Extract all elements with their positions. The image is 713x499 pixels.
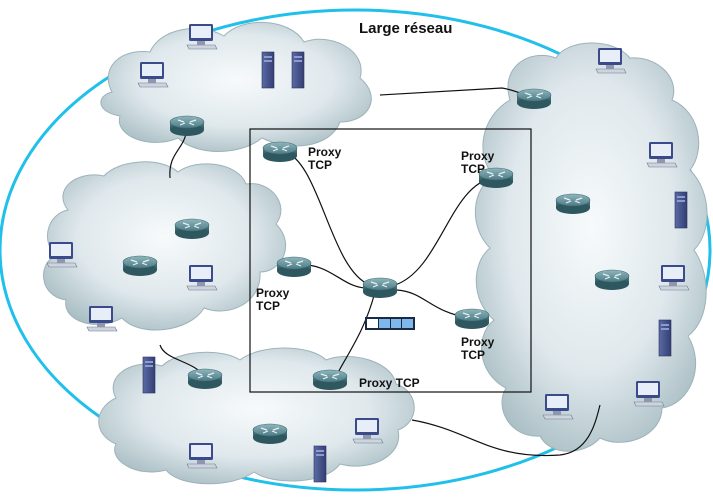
proxy-zone-box — [249, 128, 532, 393]
computer-icon — [186, 442, 218, 469]
computer-icon — [542, 393, 574, 420]
server-icon — [261, 51, 275, 89]
computer-icon — [633, 380, 665, 407]
router-icon — [169, 115, 205, 137]
router-icon — [594, 269, 630, 291]
proxy-router-icon — [262, 141, 298, 163]
computer-icon — [186, 264, 218, 291]
diagram-title: Large réseau — [359, 20, 453, 37]
queue-buffer-icon — [365, 317, 415, 330]
router-icon — [122, 255, 158, 277]
server-icon — [291, 51, 305, 89]
server-icon — [313, 445, 327, 483]
router-icon — [187, 368, 223, 390]
proxy-label-bottom-right-line1: Proxy — [461, 335, 495, 349]
server-icon — [142, 356, 156, 394]
link-proxy-tr-center — [394, 177, 494, 286]
server-icon — [658, 319, 672, 357]
router-icon — [252, 423, 288, 445]
computer-icon — [658, 264, 690, 291]
cloud-mid-left — [43, 161, 287, 331]
proxy-label-top-left-line1: Proxy — [308, 145, 342, 159]
proxy-label-mid-left-line1: Proxy — [256, 286, 290, 300]
proxy-router-icon — [276, 256, 312, 278]
computer-icon — [352, 417, 384, 444]
proxy-label-top-left-line2: TCP — [308, 158, 332, 172]
link-bottom-right — [411, 404, 601, 457]
link-center-proxy-bottom — [334, 291, 376, 379]
computer-icon — [86, 305, 118, 332]
router-icon — [516, 88, 552, 110]
router-icon — [174, 218, 210, 240]
proxy-router-icon — [312, 369, 348, 391]
computer-icon — [186, 23, 218, 50]
large-network-ellipse — [0, 8, 712, 492]
computer-icon — [46, 241, 78, 268]
proxy-label-top-right-line1: Proxy — [461, 149, 495, 163]
computer-icon — [646, 141, 678, 168]
proxy-label-bottom: Proxy TCP — [359, 376, 420, 390]
cloud-right — [475, 42, 708, 452]
server-icon — [674, 191, 688, 229]
proxy-label-bottom-right-line2: TCP — [461, 348, 485, 362]
proxy-label-mid-left-line2: TCP — [256, 299, 280, 313]
computer-icon — [137, 61, 169, 88]
router-icon — [555, 193, 591, 215]
proxy-label-top-right-line2: TCP — [461, 162, 485, 176]
computer-icon — [595, 47, 627, 74]
proxy-router-icon — [454, 308, 490, 330]
central-router-icon — [362, 277, 398, 299]
